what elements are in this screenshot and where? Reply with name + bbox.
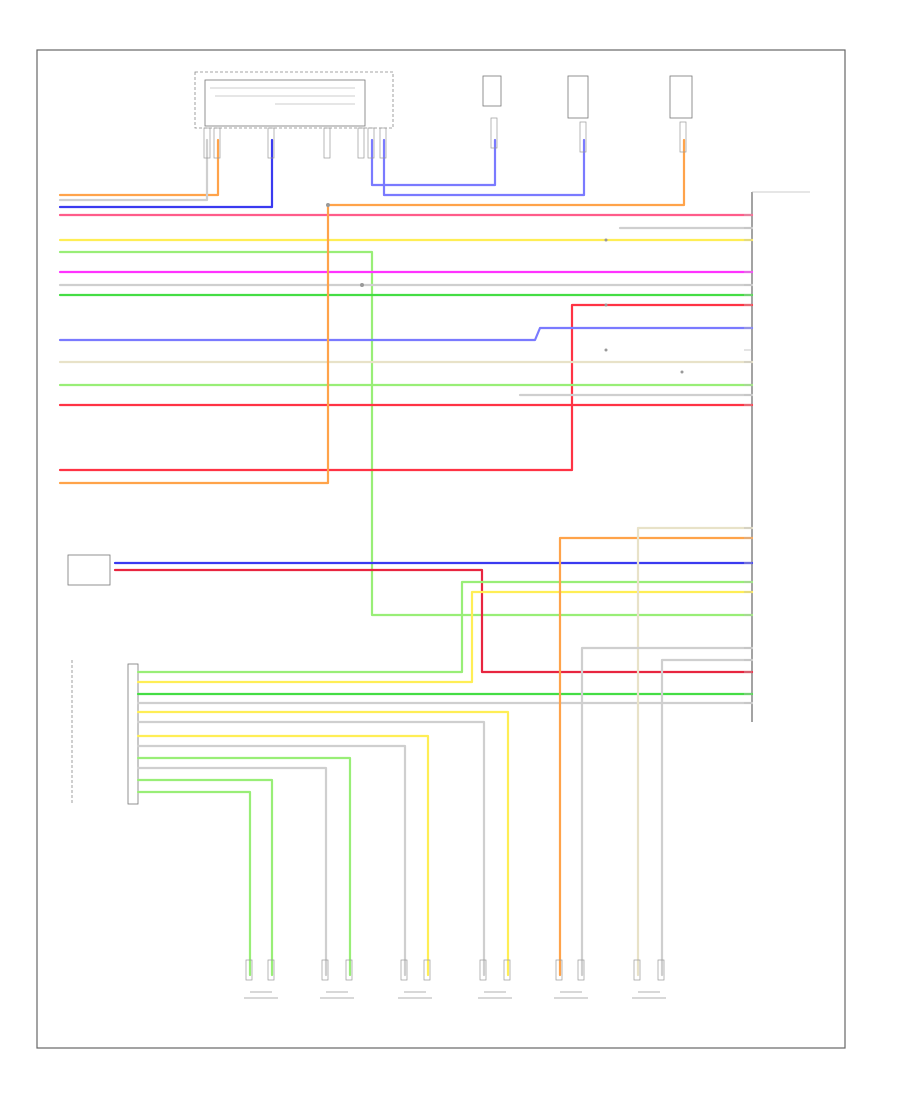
wire-gray-lr <box>660 658 754 977</box>
wire-tan-lr <box>636 526 754 977</box>
wire-lightblue-top <box>382 138 586 197</box>
wire-stub-orange <box>58 138 220 197</box>
wire-gray-rr <box>580 646 754 977</box>
top-connectors <box>203 117 687 159</box>
wire-green-ft <box>136 778 274 977</box>
diagram-frame <box>36 49 846 1049</box>
speaker-right-front <box>478 959 512 999</box>
right-module-pins <box>744 214 752 704</box>
wire-stub-blue <box>58 138 274 209</box>
wire-gray-rf <box>136 720 486 977</box>
left-lower-module <box>71 660 139 805</box>
junction-dots <box>326 203 684 374</box>
wire-red-3 <box>113 568 754 674</box>
speaker-left-tweeter <box>244 959 278 999</box>
wire-gray-c <box>136 744 407 977</box>
top-component-1 <box>194 71 394 129</box>
speaker-left-rear <box>632 959 666 999</box>
wire-lightgreen-long <box>58 250 754 617</box>
top-component-2 <box>482 75 502 107</box>
top-component-4 <box>669 75 693 119</box>
wire-green-2 <box>136 580 754 674</box>
wire-stub-gray <box>58 138 209 202</box>
wire-yellow-c <box>136 734 430 977</box>
speaker-right-rear <box>554 959 588 999</box>
wire-yellow-2 <box>136 590 754 684</box>
wire-blue-1 <box>58 326 754 342</box>
wire-gray-lf <box>136 766 328 977</box>
wire-lightgreen-lf <box>136 756 352 977</box>
wire-lightgreen-ft <box>136 790 252 977</box>
speaker-left-front <box>320 959 354 999</box>
top-component-3 <box>567 75 589 119</box>
small-component <box>67 554 111 586</box>
wire-layer <box>58 138 754 977</box>
right-module <box>751 191 810 722</box>
speaker-center <box>398 959 432 999</box>
wire-yellow-rf <box>136 710 510 977</box>
wire-blue-top <box>370 138 497 187</box>
wire-orange-rr <box>558 536 754 977</box>
wire-red-2 <box>58 303 754 472</box>
